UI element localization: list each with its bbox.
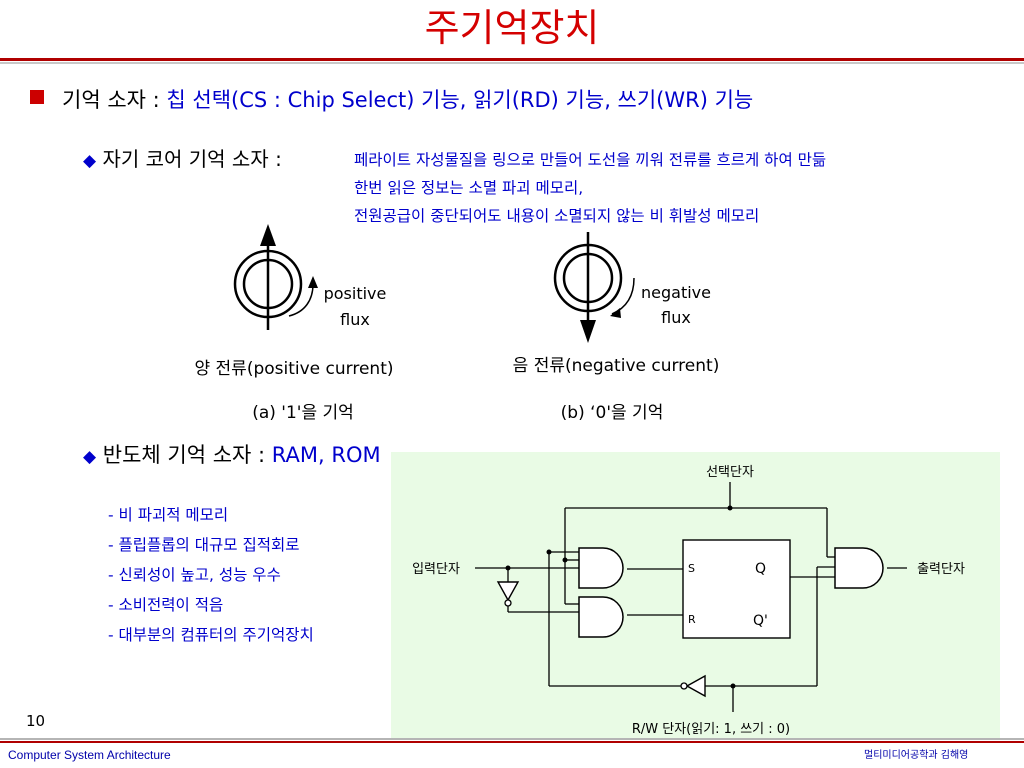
course-name: Computer System Architecture [8, 748, 171, 762]
semiconductor-item-3: - 신뢰성이 높고, 성능 우수 [108, 566, 281, 584]
bullet-semiconductor-detail: RAM, ROM [271, 443, 381, 467]
ff-s-label: S [688, 562, 695, 575]
flux-arrow-head-icon [610, 308, 621, 318]
flux-arrow-head-icon [308, 276, 318, 288]
ff-r-label: R [688, 613, 696, 626]
bullet-semiconductor: ◆ 반도체 기억 소자 : RAM, ROM [83, 439, 381, 469]
input-inverter [496, 581, 520, 602]
core-note-2: 한번 읽은 정보는 소멸 파괴 메모리, [354, 179, 584, 197]
department-name: 멀티미디어공학과 김해영 [864, 750, 969, 761]
title-divider [0, 58, 1024, 61]
positive-caption: (a) '1'을 기억 [252, 403, 354, 423]
bullet-memory-element-label: 기억 소자 : [62, 88, 167, 112]
semiconductor-item-4: - 소비전력이 적음 [108, 596, 224, 614]
and-gate-bottom [578, 596, 624, 638]
bullet-memory-element: 기억 소자 : 칩 선택(CS : Chip Select) 기능, 읽기(RD… [62, 84, 753, 114]
negative-flux-line2: flux [661, 308, 691, 327]
page-number: 10 [26, 712, 46, 730]
positive-flux-line1: positive [324, 284, 387, 303]
down-arrow-icon [580, 320, 596, 343]
core-note-1: 페라이트 자성물질을 링으로 만들어 도선을 끼워 전류를 흐르게 하여 만듦 [354, 151, 827, 169]
core-diagram: positive flux 양 전류(positive current) (a)… [195, 224, 720, 423]
positive-current-label: 양 전류(positive current) [195, 359, 394, 379]
semiconductor-item-1: - 비 파괴적 메모리 [108, 506, 229, 524]
positive-core-figure [233, 224, 318, 330]
negative-core-figure [553, 232, 635, 343]
rw-inverter-bubble [680, 682, 688, 690]
diamond-bullet-icon: ◆ [83, 447, 97, 467]
positive-flux-line2: flux [340, 310, 370, 329]
output-terminal-label: 출력단자 [917, 562, 965, 577]
and-gate-top [578, 547, 624, 589]
rw-inverter [685, 674, 706, 698]
up-arrow-icon [260, 224, 276, 246]
and-gate-output [834, 547, 884, 589]
select-terminal-label: 선택단자 [706, 465, 754, 480]
memory-cell-circuit: 선택단자 입력단자 출력단자 S R Q Q' R/W 단자(읽기: 1, 쓰기… [412, 465, 965, 737]
diamond-bullet-icon: ◆ [83, 151, 97, 171]
inverter-bubble [504, 599, 512, 607]
core-note-3: 전원공급이 중단되어도 내용이 소멸되지 않는 비 휘발성 메모리 [354, 207, 760, 225]
bullet-memory-element-detail: 칩 선택(CS : Chip Select) 기능, 읽기(RD) 기능, 쓰기… [166, 88, 754, 112]
ff-qbar-label: Q' [753, 613, 768, 629]
flip-flop-box [682, 539, 791, 639]
bullet-magnetic-core-label: 자기 코어 기억 소자 : [102, 147, 282, 171]
footer-divider-shadow [0, 738, 1024, 740]
negative-caption: (b) ‘0'을 기억 [561, 403, 664, 423]
page-title: 주기억장치 [424, 6, 600, 50]
negative-flux-line1: negative [641, 283, 711, 302]
semiconductor-item-2: - 플립플롭의 대규모 집적회로 [108, 536, 300, 554]
rw-terminal-label: R/W 단자(읽기: 1, 쓰기 : 0) [632, 722, 790, 737]
negative-current-label: 음 전류(negative current) [513, 356, 720, 376]
input-terminal-label: 입력단자 [412, 562, 460, 577]
semiconductor-item-5: - 대부분의 컴퓨터의 주기억장치 [108, 626, 314, 644]
ff-q-label: Q [755, 561, 766, 577]
footer-divider [0, 741, 1024, 743]
bullet-magnetic-core: ◆ 자기 코어 기억 소자 : [83, 143, 282, 172]
title-divider-shadow [0, 62, 1024, 64]
bullet-semiconductor-label: 반도체 기억 소자 : [102, 443, 272, 467]
square-bullet-icon [30, 90, 44, 104]
